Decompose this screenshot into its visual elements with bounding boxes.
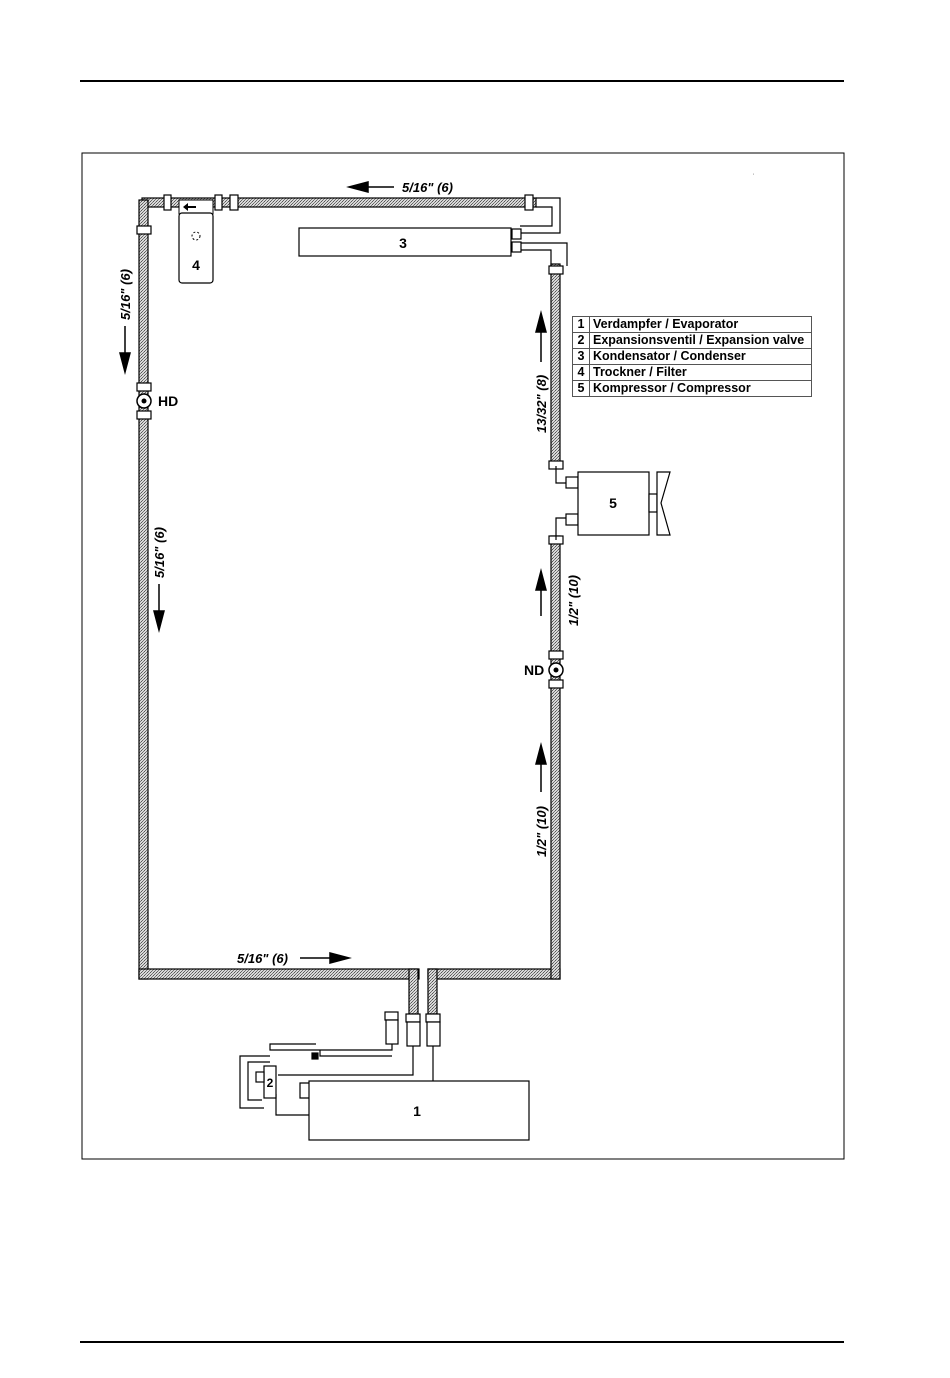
svg-text:': ' — [753, 174, 754, 180]
pipe-label-bottom: 5/16" (6) — [237, 951, 288, 966]
nd-label: ND — [524, 662, 544, 678]
pipe-label-right-lower: 1/2" (10) — [534, 806, 549, 857]
pipe-drop-right — [428, 969, 437, 1014]
hd-label: HD — [158, 393, 178, 409]
diagram-frame — [82, 153, 844, 1159]
dryer-number: 4 — [192, 257, 200, 273]
pipe-label-right-upper: 13/32" (8) — [534, 375, 549, 433]
pipe-right-discharge — [551, 264, 560, 462]
pipe-drop-left — [409, 969, 418, 1014]
pipe-left — [139, 200, 148, 979]
flow-arrows — [120, 182, 546, 963]
pipe-bottom-left — [139, 969, 419, 979]
pipes — [139, 198, 560, 1014]
pipe-label-right-middle: 1/2" (10) — [566, 575, 581, 626]
nd-port — [549, 663, 563, 677]
pipe-label-top: 5/16" (6) — [402, 180, 453, 195]
evaporator-number: 1 — [413, 1103, 421, 1119]
pipe-label-left-lower: 5/16" (6) — [152, 527, 167, 578]
expansion-valve-number: 2 — [267, 1076, 274, 1090]
compressor-number: 5 — [609, 495, 617, 511]
pipe-right-suction — [551, 536, 560, 979]
pipe-bottom-right — [428, 969, 560, 979]
pipe-label-left-upper: 5/16" (6) — [118, 269, 133, 320]
hd-port — [137, 394, 151, 408]
condenser-number: 3 — [399, 235, 407, 251]
